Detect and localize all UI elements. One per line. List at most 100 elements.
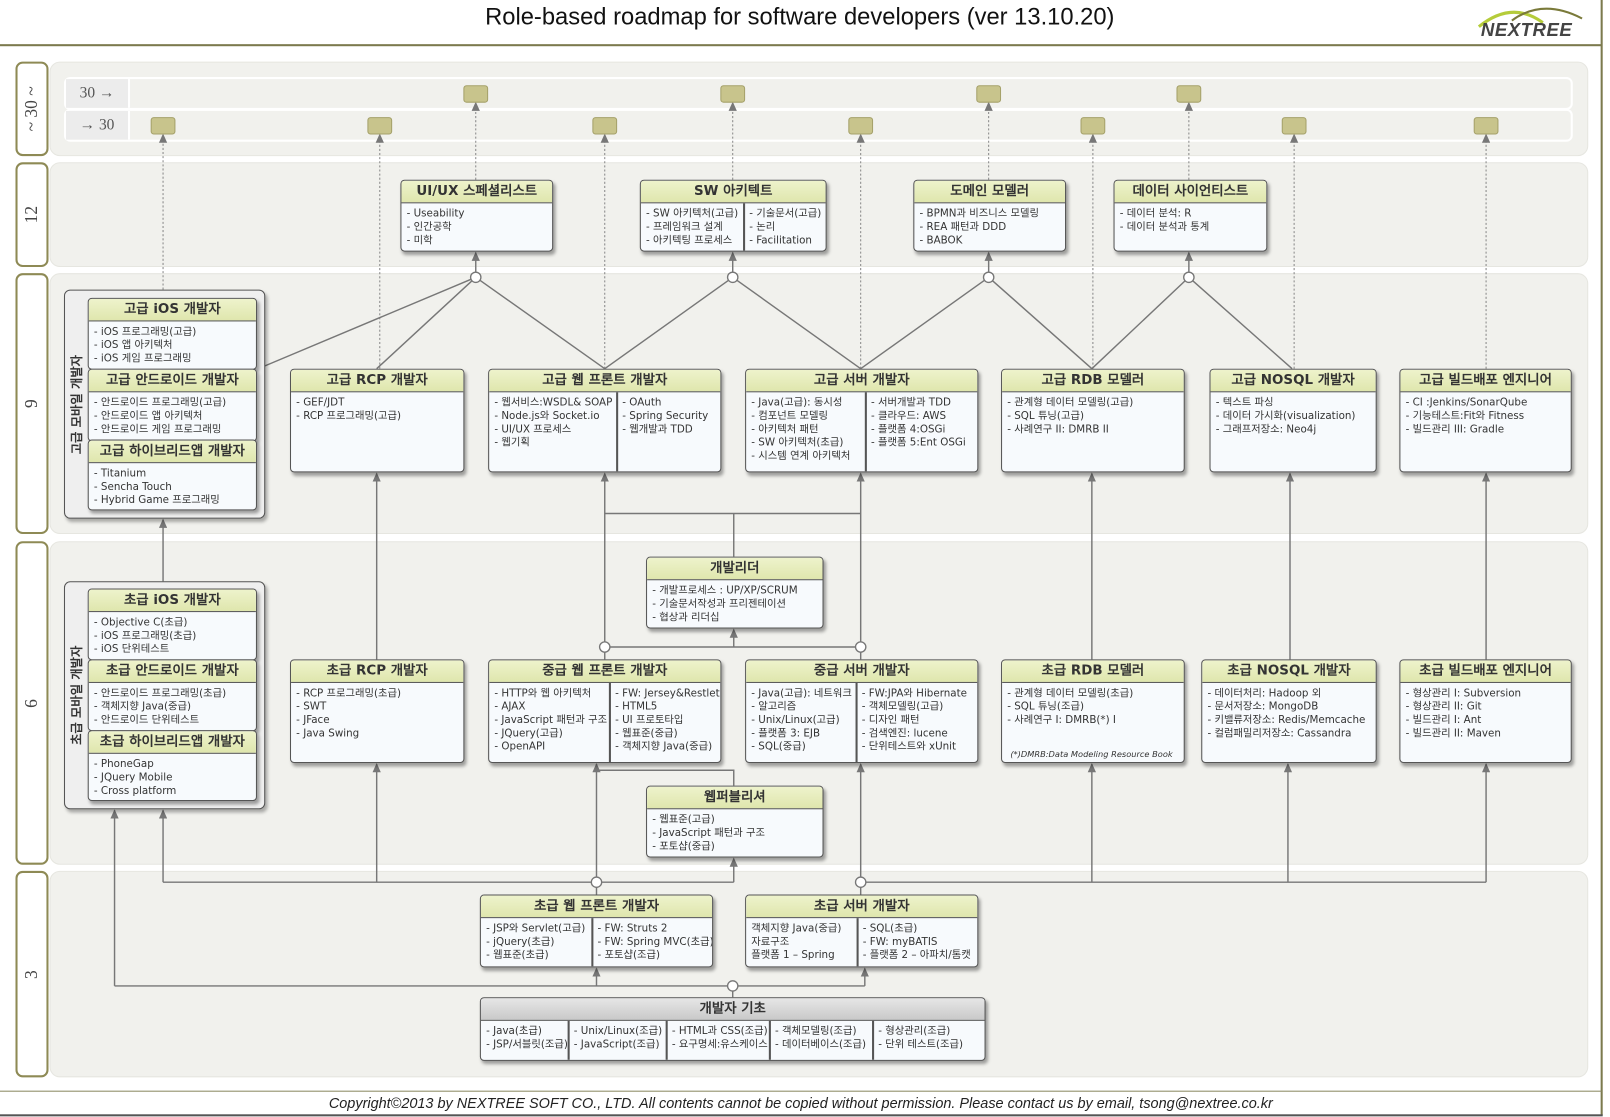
role-box-web-mid: 중급 웹 프론트 개발자- HTTP와 웹 아키텍처- AJAX- JavaSc… (488, 659, 722, 764)
skill-item: - SWT (296, 701, 327, 713)
skill-item: - SW 아키텍처(고급) (646, 208, 739, 220)
role-title: 데이터 사이언티스트 (1114, 180, 1267, 204)
role-box-hybrid-sr: 고급 하이브리드앱 개발자- Titanium- Sencha Touch- H… (87, 439, 257, 511)
skill-item: - 플랫폼 2 – 아파치/톰캣 (862, 949, 971, 962)
role-box-build-sr: 고급 빌드배포 엔지니어- CI :Jenkins/SonarQube- 기능테… (1399, 368, 1572, 473)
frame-right (1600, 0, 1603, 1116)
skill-item: - 기술문서작성과 프리젠테이션 (652, 598, 786, 611)
skill-column: - Objective C(초급)- iOS 프로그래밍(초급)- iOS 단위… (89, 613, 256, 659)
group-label: 고급 모바일 개발자 (68, 291, 85, 518)
skill-item: - 플랫폼 4:OSGi (871, 424, 946, 436)
skill-item: - Unix/Linux(고급) (751, 714, 840, 727)
skill-item: - Java(고급): 네트워크 (751, 688, 852, 700)
row-label-30: ~ 30 ~ (15, 61, 49, 157)
skill-column: - RCP 프로그래밍(초급)- SWT- JFace- Java Swing (291, 684, 463, 762)
skill-item: - UI 프로토타입 (615, 714, 684, 727)
skill-item: - 안드로이드 게임 프로그래밍 (93, 424, 222, 436)
role-box-uiux: UI/UX 스페셜리스트- Useability- 인간공학- 미학 (400, 179, 554, 252)
skill-item: - 빌드관리 III: Gradle (1405, 424, 1505, 436)
skill-item: - Objective C(초급) (93, 617, 188, 629)
role-title: 중급 서버 개발자 (746, 660, 978, 683)
skill-item: - OAuth (622, 397, 662, 409)
skill-item: - HTML과 CSS(조급) (671, 1025, 768, 1038)
skill-column: - 형상관리 I: Subversion- 형상관리 II: Git- 빌드관리… (1400, 684, 1570, 762)
skill-column: - 웹표준(고급)- JavaScript 패턴과 구조- 포토샵(중급) (647, 810, 822, 856)
skill-item: - 알고리즘 (751, 701, 797, 713)
skill-item: - Facilitation (749, 235, 812, 247)
skill-item: - BPMN과 비즈니스 모델링 (919, 208, 1039, 220)
skill-item: - FW:JPA와 Hibernate (861, 688, 968, 700)
skill-item: - 웹서비스:WSDL& SOAP (494, 397, 613, 409)
skill-item: - 웹표준(중급) (615, 728, 678, 740)
skill-item: - RCP 프로그래밍(고급) (296, 410, 402, 423)
skill-item: - 객체지향 Java(중급) (615, 741, 713, 753)
skill-item: - 웹기획 (494, 437, 530, 449)
skill-item: - BABOK (919, 235, 963, 247)
row-label-12: 12 (15, 162, 49, 268)
milestone-marker (1080, 117, 1106, 135)
skill-item: - Titanium (93, 468, 147, 480)
role-title: 고급 빌드배포 엔지니어 (1400, 369, 1571, 393)
column-divider (743, 203, 745, 251)
skill-item: - 컬럼패밀리저장소: Cassandra (1207, 728, 1352, 740)
role-title: 고급 iOS 개발자 (88, 298, 256, 322)
skill-item: - 객체모델링(고급) (861, 701, 944, 713)
column-divider (864, 392, 867, 472)
skill-column: - FW: Jersey&Restlet- HTML5- UI 프로토타입- 웹… (610, 684, 720, 762)
skill-item: - Useability (406, 208, 465, 220)
skill-column: - FW:JPA와 Hibernate- 객체모델링(고급)- 디자인 패턴- … (857, 684, 978, 762)
logo-text: NEXTREE (1480, 19, 1573, 41)
milestone-marker (976, 85, 1002, 103)
skill-item: - 요구명세:유스케이스 (671, 1039, 768, 1051)
milestone-marker (1281, 117, 1307, 135)
skill-item: - 협상과 리더십 (652, 612, 720, 624)
skill-column: - Java(고급): 동시성- 컴포넌트 모델링- 아키텍처 패턴- SW 아… (746, 393, 866, 471)
role-box-server-sr: 고급 서버 개발자- Java(고급): 동시성- 컴포넌트 모델링- 아키텍처… (745, 368, 979, 473)
row-label-3: 3 (15, 870, 49, 1078)
nextree-logo: NEXTREE (1471, 4, 1590, 43)
skill-column: - Titanium- Sencha Touch- Hybrid Game 프로… (89, 464, 256, 509)
role-title: 초급 iOS 개발자 (88, 589, 256, 613)
skill-item: - JFace (296, 714, 330, 727)
role-title: 도메인 모델러 (914, 180, 1066, 204)
skill-item: - Hybrid Game 프로그래밍 (93, 495, 220, 507)
role-title: UI/UX 스페셜리스트 (401, 180, 553, 204)
skill-item: - 빌드관리 I: Ant (1405, 714, 1482, 727)
skill-item: - SQL(중급) (751, 741, 806, 753)
role-title: 초급 빌드배포 엔지니어 (1400, 660, 1571, 683)
skill-item: - JSP와 Servlet(고급) (486, 923, 586, 935)
skill-item: - Java(고급): 동시성 (751, 397, 843, 409)
skill-item: - JQuery Mobile (93, 772, 173, 784)
skill-column: - PhoneGap- JQuery Mobile- Cross platfor… (89, 755, 256, 800)
role-title: 고급 RCP 개발자 (291, 369, 464, 393)
copyright-footer: Copyright©2013 by NEXTREE SOFT CO., LTD.… (328, 1094, 1273, 1112)
skill-item: - iOS 게임 프로그래밍 (93, 353, 192, 365)
column-divider (856, 918, 859, 967)
role-box-nosql-sr: 고급 NOSQL 개발자- 텍스트 파싱- 데이터 가시화(visualizat… (1209, 368, 1377, 473)
role-box-web-jr: 초급 웹 프론트 개발자- JSP와 Servlet(고급)- jQuery(초… (479, 894, 714, 968)
skill-item: - 사례연구 II: DMRB II (1007, 424, 1109, 436)
role-box-web-sr: 고급 웹 프론트 개발자- 웹서비스:WSDL& SOAP- Node.js와 … (488, 368, 722, 473)
skill-item: 플랫폼 1 – Spring (751, 949, 835, 962)
skill-item: - FW: Struts 2 (597, 923, 668, 935)
skill-item: - 안드로이드 앱 아키텍처 (93, 410, 203, 423)
role-box-ios-sr: 고급 iOS 개발자- iOS 프로그래밍(고급)- iOS 앱 아키텍처- i… (87, 297, 257, 370)
milestone-marker (150, 117, 176, 135)
row-label-9: 9 (15, 273, 49, 535)
skill-column: - 기술문서(고급)- 논리- Facilitation (744, 204, 826, 250)
skill-item: - 안드로이드 프로그래밍(초급) (93, 688, 227, 700)
strip-label: 30 → (66, 79, 131, 108)
role-title: 고급 RDB 모델러 (1002, 369, 1184, 393)
skill-item: - HTML5 (615, 701, 658, 713)
skill-item: - 서버개발과 TDD (871, 397, 951, 409)
skill-item: - UI/UX 프로세스 (494, 424, 572, 436)
skill-item: - 단위 테스트(조급) (878, 1039, 964, 1051)
skill-item: - 단위테스트와 xUnit (861, 741, 957, 753)
skill-column: - 관계형 데이터 모델링(초급)- SQL 튜닝(조급)- 사례연구 I: D… (1002, 684, 1184, 762)
skill-item: - 기술문서(고급) (749, 208, 822, 220)
skill-item: - 미학 (406, 235, 433, 247)
milestone-marker (367, 117, 393, 135)
column-divider (665, 1020, 668, 1060)
